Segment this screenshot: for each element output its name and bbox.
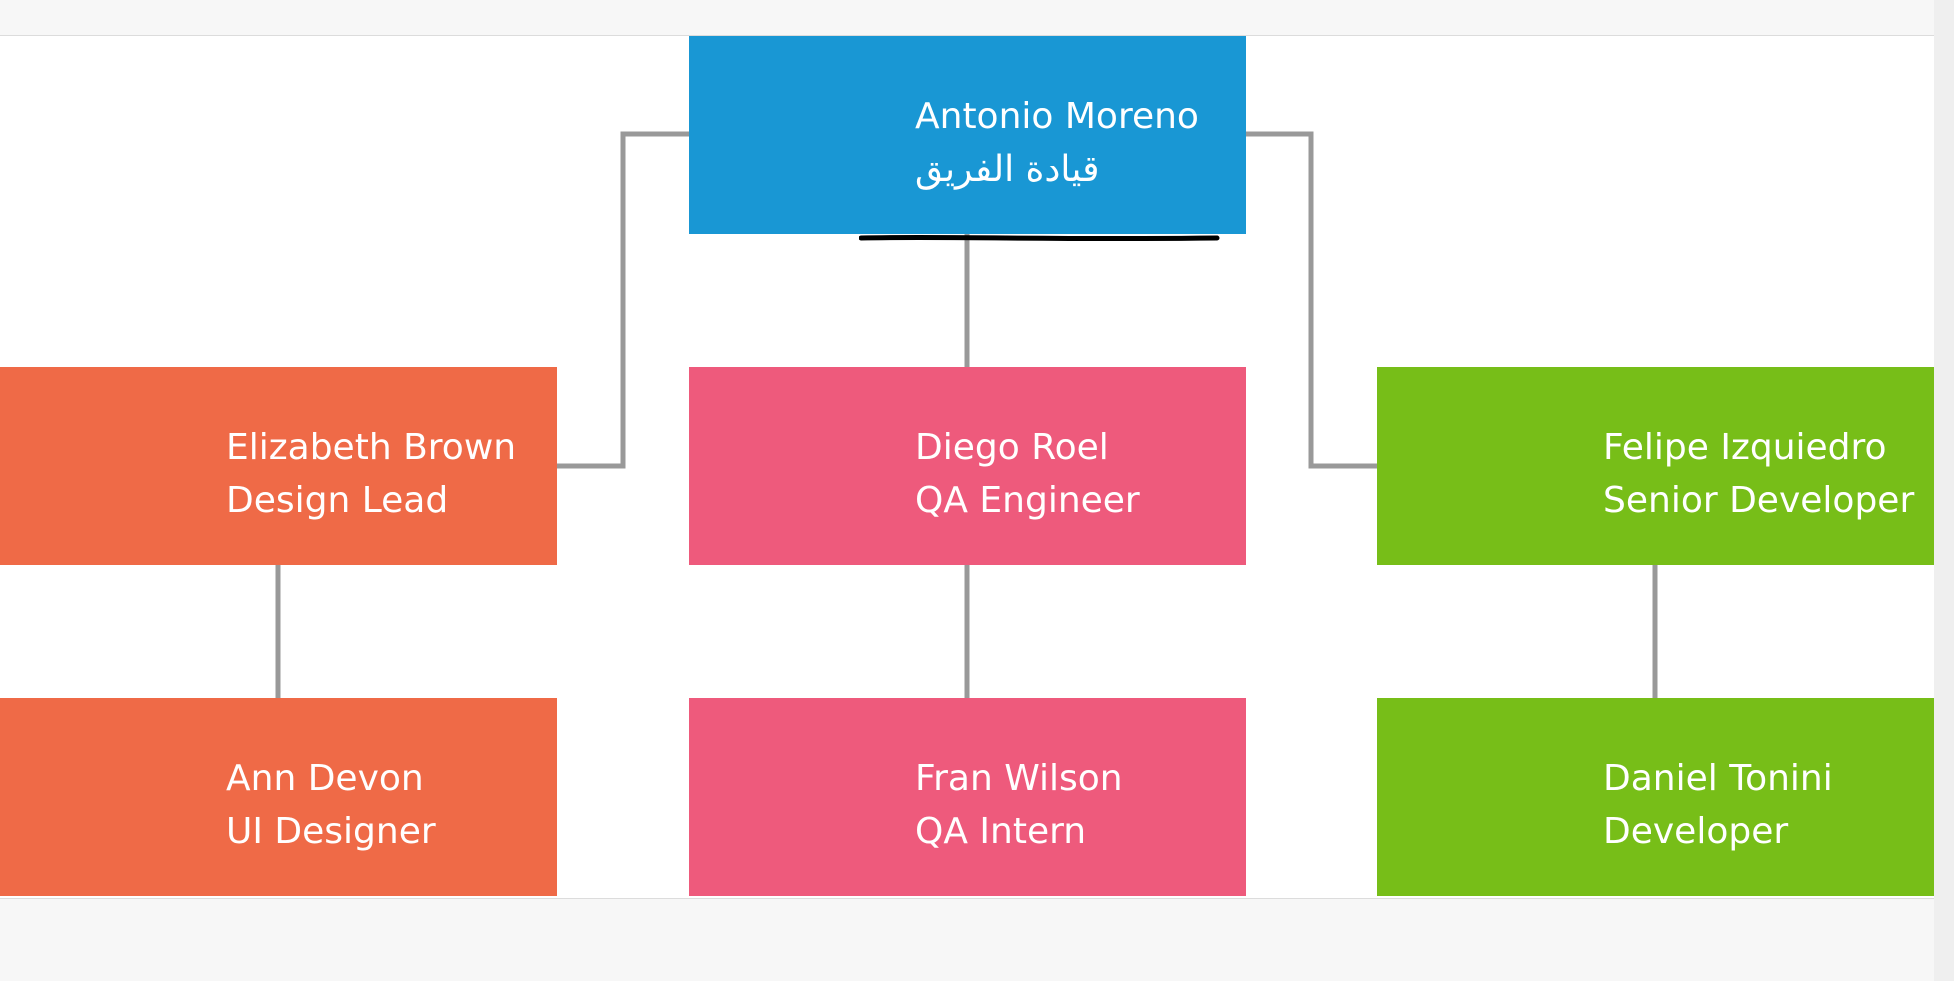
node-text: Diego Roel QA Engineer xyxy=(915,421,1140,527)
scrollbar-track[interactable] xyxy=(1934,0,1954,981)
node-ann-devon[interactable]: Ann Devon UI Designer xyxy=(0,698,557,896)
connector-root-to-elizabeth xyxy=(557,131,689,469)
node-fran-wilson[interactable]: Fran Wilson QA Intern xyxy=(689,698,1246,896)
node-name: Antonio Moreno xyxy=(915,96,1199,137)
node-role: Developer xyxy=(1603,811,1789,852)
role-underline-annotation xyxy=(859,234,1220,242)
node-text: Elizabeth Brown Design Lead xyxy=(226,421,516,527)
node-daniel-tonini[interactable]: Daniel Tonini Developer xyxy=(1377,698,1934,896)
node-role: UI Designer xyxy=(226,811,436,852)
node-text: Ann Devon UI Designer xyxy=(226,752,436,858)
node-role: Senior Developer xyxy=(1603,480,1915,521)
node-text: Antonio Moreno قيادة الفريق xyxy=(915,90,1199,196)
node-role: قيادة الفريق xyxy=(915,149,1100,190)
node-name: Fran Wilson xyxy=(915,758,1123,799)
node-name: Diego Roel xyxy=(915,427,1109,468)
node-role: QA Intern xyxy=(915,811,1087,852)
connector-lines xyxy=(275,131,1658,698)
node-text: Daniel Tonini Developer xyxy=(1603,752,1833,858)
node-text: Fran Wilson QA Intern xyxy=(915,752,1123,858)
node-diego-roel[interactable]: Diego Roel QA Engineer xyxy=(689,367,1246,565)
node-text: Felipe Izquiedro Senior Developer xyxy=(1603,421,1914,527)
node-name: Felipe Izquiedro xyxy=(1603,427,1887,468)
node-name: Ann Devon xyxy=(226,758,424,799)
diagram-canvas: Antonio Moreno قيادة الفريق Elizabeth Br… xyxy=(0,35,1934,899)
node-role: Design Lead xyxy=(226,480,449,521)
node-felipe-izquiedro[interactable]: Felipe Izquiedro Senior Developer xyxy=(1377,367,1934,565)
node-role: QA Engineer xyxy=(915,480,1140,521)
node-name: Daniel Tonini xyxy=(1603,758,1833,799)
node-antonio-moreno[interactable]: Antonio Moreno قيادة الفريق xyxy=(689,36,1246,234)
connector-root-to-felipe xyxy=(1245,131,1377,469)
node-name: Elizabeth Brown xyxy=(226,427,517,468)
node-elizabeth-brown[interactable]: Elizabeth Brown Design Lead xyxy=(0,367,557,565)
